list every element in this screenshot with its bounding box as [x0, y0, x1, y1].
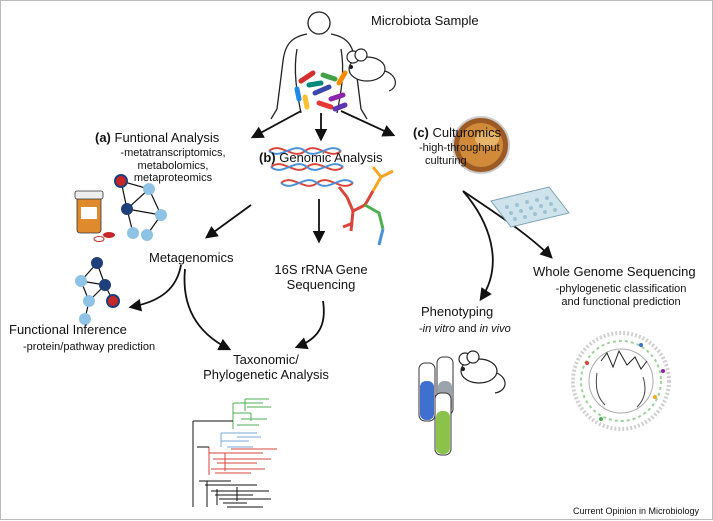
- rrna-line: 16S rRNA Gene: [274, 262, 368, 277]
- bacteria-cluster-icon: [294, 70, 348, 112]
- pill-bottle-icon: [74, 190, 115, 242]
- test-tubes-icon: [418, 356, 454, 456]
- culturomics-line: culturing: [425, 154, 467, 167]
- genomic-letter: (b): [259, 150, 276, 165]
- culturomics-letter: (c): [413, 125, 429, 140]
- sample-arrows: [250, 110, 396, 142]
- phenotyping-sub-a: in vitro: [422, 323, 456, 335]
- genomic-heading: (b) Genomic Analysis: [259, 150, 383, 166]
- dna-helix-icon: [268, 147, 354, 187]
- inference-title: Functional Inference: [9, 322, 127, 337]
- petri-dish-icon: [452, 116, 510, 174]
- wgs-title: Whole Genome Sequencing: [533, 264, 696, 279]
- functional-line: metabolomics,: [137, 159, 209, 172]
- functional-heading: (a) Funtional Analysis: [95, 130, 220, 146]
- wgs-methods: -phylogenetic classification and functio…: [541, 283, 701, 308]
- wgs-line: and functional prediction: [561, 295, 681, 308]
- culturomics-methods: -high-throughput culturing: [419, 142, 500, 167]
- metagenomics-label: Metagenomics: [149, 250, 234, 265]
- circular-genome-map-icon: [571, 331, 671, 431]
- phenotyping-title: Phenotyping: [421, 304, 494, 319]
- rrna-label: 16S rRNA Gene Sequencing: [261, 262, 381, 293]
- rrna-structure-icon: [337, 166, 394, 246]
- inference-network-icon: [75, 257, 120, 325]
- phenotyping-sub: -in vitro and in vivo: [419, 323, 511, 335]
- functional-line: -metatranscriptomics,: [120, 147, 226, 159]
- culturomics-heading: (c) Culturomics: [413, 125, 502, 141]
- phenotyping-sub-c: in vivo: [479, 323, 511, 335]
- phylogenetic-tree-icon: [192, 398, 277, 508]
- taxonomic-line: Phylogenetic Analysis: [203, 366, 329, 382]
- genomic-arrows: [128, 199, 326, 351]
- functional-methods: -metatranscriptomics, metabolomics, meta…: [113, 147, 233, 185]
- taxonomic-label: Taxonomic/ Phylogenetic Analysis: [191, 352, 341, 383]
- genomic-title: Genomic Analysis: [279, 150, 383, 165]
- culturomics-line: -high-throughput: [419, 142, 500, 154]
- multiwell-plate-icon: [490, 186, 570, 228]
- rrna-line: Sequencing: [286, 276, 356, 292]
- inference-sub: -protein/pathway prediction: [23, 341, 156, 353]
- wgs-line: -phylogenetic classification: [555, 283, 687, 295]
- phenotyping-sub-b: and: [458, 323, 477, 335]
- taxonomic-line: Taxonomic/: [233, 352, 299, 367]
- functional-title: Funtional Analysis: [114, 130, 220, 145]
- mouse-icon: [346, 48, 396, 92]
- credit-label: Current Opinion in Microbiology: [573, 506, 700, 516]
- sample-title: Microbiota Sample: [371, 13, 479, 28]
- functional-line: metaproteomics: [133, 172, 213, 185]
- phenotyping-mouse-icon: [458, 350, 506, 394]
- functional-letter: (a): [95, 130, 111, 145]
- culturomics-title: Culturomics: [432, 125, 502, 140]
- metabolic-network-icon: [114, 174, 167, 241]
